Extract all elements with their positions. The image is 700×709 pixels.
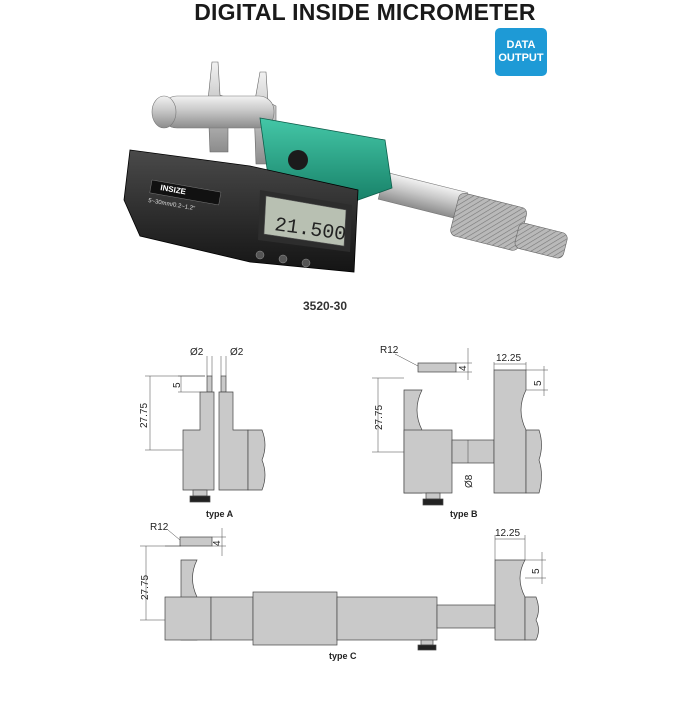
badge-line-1: DATA xyxy=(506,39,536,51)
dim-c-width: 12.25 xyxy=(495,528,520,539)
dim-a-dia-right: Ø2 xyxy=(230,347,244,358)
dim-c-tip: 5 xyxy=(531,568,542,574)
dim-a-height: 27.75 xyxy=(139,403,150,428)
dim-b-radius: R12 xyxy=(380,345,399,356)
dim-b-height: 27.75 xyxy=(374,405,385,430)
technical-drawings: Ø2 Ø2 5 27.75 type A R12 4 12.25 5 27.75… xyxy=(139,345,548,661)
page-title: DIGITAL INSIDE MICROMETER xyxy=(194,0,536,25)
dim-b-width: 12.25 xyxy=(496,353,521,364)
dim-c-thickness: 4 xyxy=(212,540,223,546)
badge-line-2: OUTPUT xyxy=(498,52,544,64)
data-output-badge: DATA OUTPUT xyxy=(495,28,547,76)
drawing-type-a xyxy=(182,375,266,503)
dim-a-dia-left: Ø2 xyxy=(190,347,204,358)
micrometer-product-image: 21.500 INSIZE 5~30mm/0.2~1.2" xyxy=(123,61,568,273)
dim-b-tip: 5 xyxy=(533,380,544,386)
drawing-type-c xyxy=(164,536,539,651)
type-a-label: type A xyxy=(206,509,234,519)
type-b-label: type B xyxy=(450,509,478,519)
type-c-label: type C xyxy=(329,651,357,661)
dim-b-thickness: 4 xyxy=(458,365,469,371)
dim-c-radius: R12 xyxy=(150,522,169,533)
dim-a-tip: 5 xyxy=(172,382,183,388)
model-number: 3520-30 xyxy=(302,299,348,313)
drawing-type-b xyxy=(403,362,542,506)
dim-b-diameter: Ø8 xyxy=(464,474,475,488)
dim-c-height: 27.75 xyxy=(140,575,151,600)
